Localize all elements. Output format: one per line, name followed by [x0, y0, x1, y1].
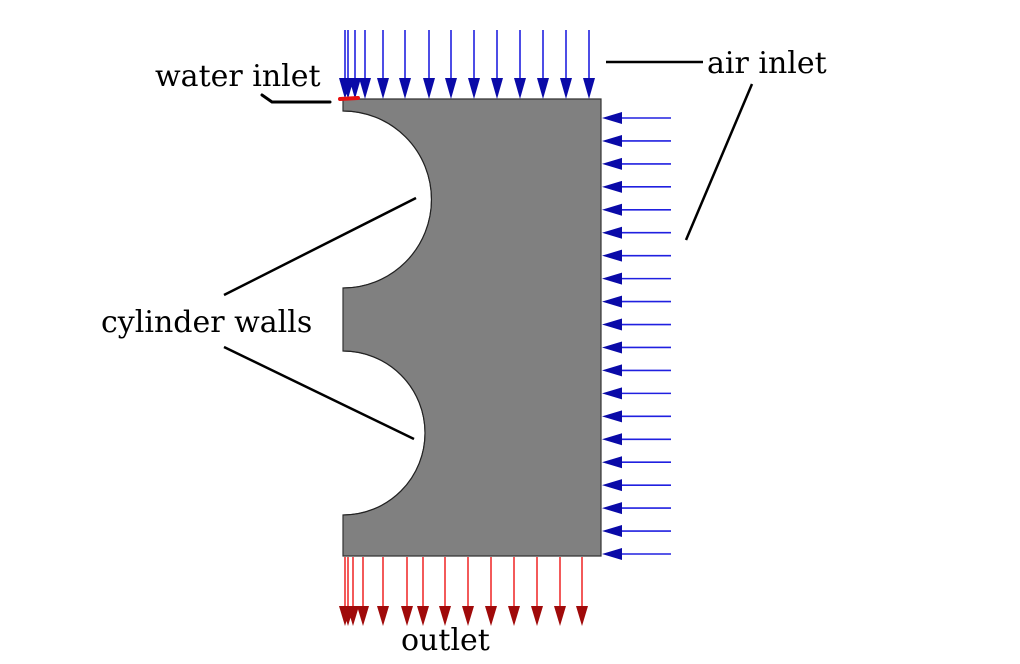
outlet-arrow [357, 557, 369, 626]
air-inlet-arrow [602, 364, 671, 377]
air-inlet-arrow [602, 180, 671, 193]
cylinder-walls-leader-line-upper [223, 196, 417, 297]
air-inlet-arrow [602, 548, 671, 560]
air-inlet-side-arrows [602, 112, 671, 560]
air-inlet-arrow [349, 30, 361, 99]
water-inlet-leader-line [260, 93, 332, 104]
outlet-arrow [531, 557, 543, 626]
outlet-arrow [439, 557, 451, 626]
air-inlet-arrow [602, 157, 671, 170]
air-inlet-arrow [602, 410, 671, 423]
air-inlet-arrow [399, 30, 411, 99]
air-inlet-arrow [602, 318, 671, 331]
outlet-arrow [554, 557, 566, 626]
air-inlet-arrow [445, 30, 457, 99]
outlet-arrow [377, 557, 389, 626]
outlet-arrow [401, 557, 413, 626]
air-inlet-arrow [423, 30, 435, 99]
air-inlet-arrow [583, 30, 595, 99]
outlet-arrows [339, 557, 588, 626]
air-inlet-label: air inlet [707, 46, 827, 81]
air-inlet-arrow [359, 30, 371, 99]
air-inlet-arrow [602, 203, 671, 216]
cylinder-walls-leader-line-lower [223, 345, 415, 441]
fluid-domain [342, 98, 602, 557]
outlet-arrow [485, 557, 497, 626]
air-inlet-arrow [602, 525, 671, 538]
air-inlet-arrow [560, 30, 572, 99]
air-inlet-arrow [468, 30, 480, 99]
cylinder-wall-upper [342, 110, 432, 289]
air-inlet-arrow [602, 272, 671, 285]
water-inlet-label: water inlet [155, 59, 321, 94]
air-inlet-arrow [602, 295, 671, 308]
outlet-arrow [576, 557, 588, 626]
outlet-arrow [347, 557, 359, 626]
outlet-arrow [417, 557, 429, 626]
air-inlet-arrow [491, 30, 503, 99]
air-inlet-arrow [537, 30, 549, 99]
cylinder-wall-lower [342, 350, 426, 516]
outlet-arrow [462, 557, 474, 626]
air-inlet-arrow [377, 30, 389, 99]
air-inlet-arrow [602, 387, 671, 400]
cylinder-walls-label: cylinder walls [101, 305, 312, 340]
outlet-arrow [508, 557, 520, 626]
air-inlet-arrow [602, 479, 671, 492]
air-inlet-arrow [514, 30, 526, 99]
air-inlet-arrow [602, 226, 671, 239]
air-inlet-arrow [602, 134, 671, 147]
water-inlet-marker [338, 96, 360, 101]
air-inlet-top-arrows [339, 30, 595, 99]
air-inlet-arrow [602, 112, 671, 124]
air-inlet-arrow [602, 249, 671, 262]
outlet-label: outlet [401, 623, 490, 658]
air-inlet-leader-line-side [684, 83, 754, 241]
air-inlet-arrow [602, 341, 671, 354]
air-inlet-arrow [602, 433, 671, 446]
air-inlet-arrow [602, 502, 671, 515]
air-inlet-arrow [602, 456, 671, 469]
